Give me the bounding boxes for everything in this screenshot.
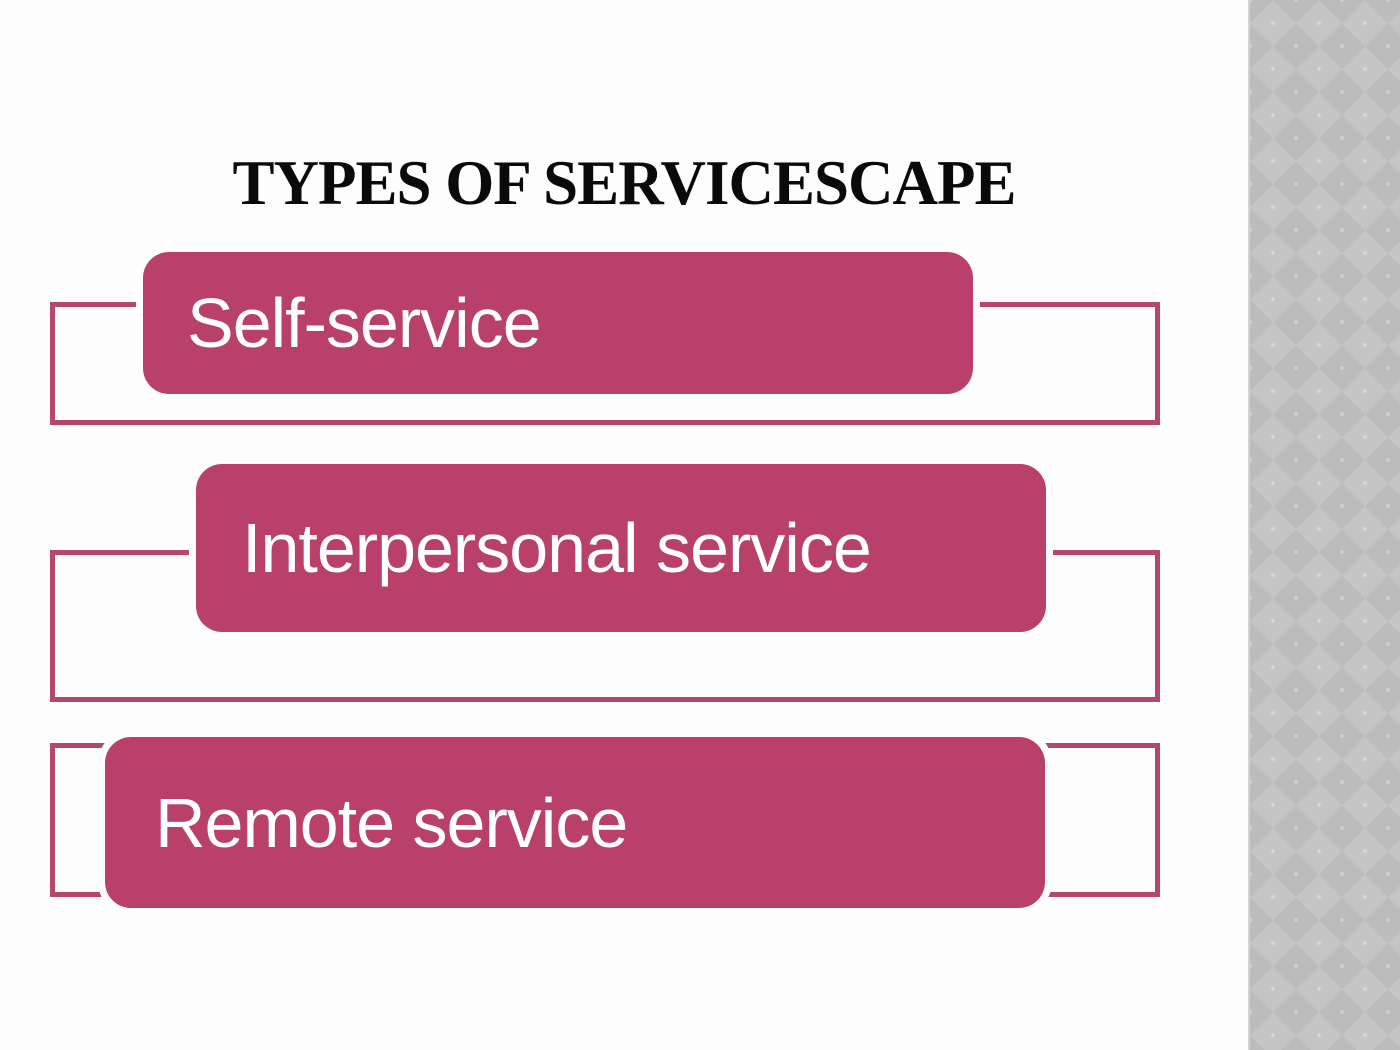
item-label: Interpersonal service — [242, 509, 872, 587]
slide-title: TYPES OF SERVICESCAPE — [232, 148, 1016, 218]
item-box-interpersonal-service: Interpersonal service — [196, 464, 1046, 632]
item-box-remote-service: Remote service — [105, 737, 1045, 908]
item-box-self-service: Self-service — [143, 252, 973, 394]
item-label: Self-service — [187, 284, 542, 362]
item-label: Remote service — [155, 783, 628, 862]
decorative-diamond-pattern-strip — [1248, 0, 1400, 1050]
